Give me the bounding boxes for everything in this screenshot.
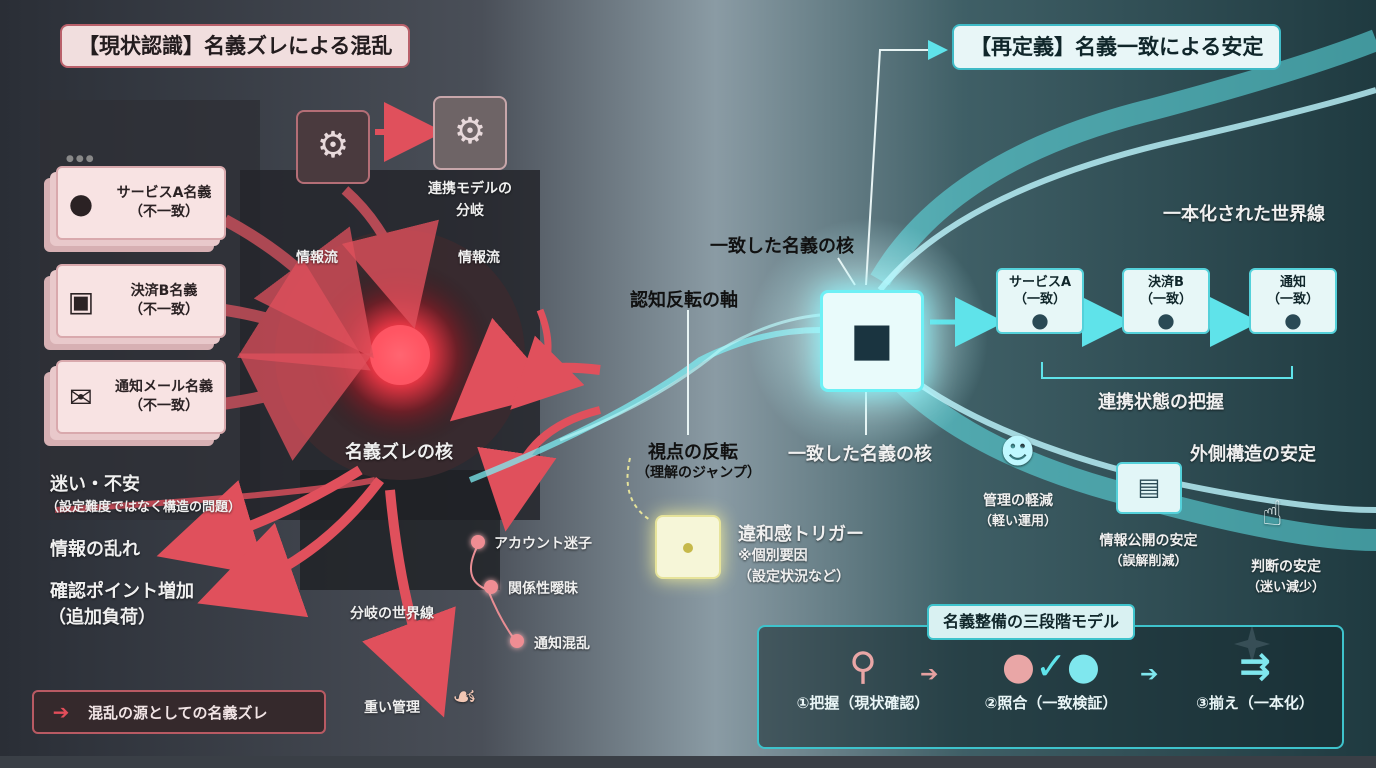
confusion-sub: （設定難度ではなく構造の問題） [46, 500, 242, 515]
box-payment-b: 決済B （一致）● [1122, 268, 1210, 334]
box-sub: （一致） [1266, 292, 1319, 307]
box-label: 通知 [1279, 275, 1306, 290]
card-label: 通知メール名義 [115, 379, 213, 395]
cognitive-axis-label: 認知反転の軸 [630, 290, 738, 311]
card-sub: （不一致） [129, 302, 199, 318]
merge-lines-icon: ⇉ [1239, 644, 1271, 688]
outer-stability-label: 外側構造の安定 [1190, 444, 1316, 465]
step-match: ●✓● ②照合（一致検証） [966, 640, 1136, 713]
three-stage-model-title: 名義整備の三段階モデル [927, 604, 1136, 640]
trigger-sub-1: ※個別要因 [738, 548, 808, 564]
broken-gears-icon: ⚙ [433, 96, 507, 170]
aligned-core-label-top: 一致した名義の核 [710, 236, 854, 257]
credit-card-icon: ▣ [67, 284, 95, 318]
trigger-sub-2: （設定状況など） [738, 569, 850, 585]
step-grasp: ⚲ ①把握（現状確認） [778, 640, 948, 713]
viewpoint-flip-label: 視点の反転 [648, 442, 738, 463]
benefit-decision-stable: 判断の安定（迷い減少） [1246, 559, 1325, 595]
step-arrow-icon: ➔ [920, 662, 939, 687]
info-flow-label-1: 情報流 [296, 250, 338, 266]
person-icon: ● [1157, 308, 1175, 332]
pointer-hand-icon: ☝ [1262, 494, 1283, 534]
step-arrow-icon: ➔ [1140, 662, 1159, 687]
viewpoint-flip-sub: （理解のジャンプ） [636, 465, 761, 481]
person-icon: ● [1031, 308, 1049, 332]
card-label: サービスA名義 [116, 185, 212, 201]
title-current-state: 【現状認識】名義ズレによる混乱 [60, 24, 411, 68]
benefit-light-mgmt: 管理の軽減（軽い運用） [978, 493, 1057, 529]
heavy-management-label: 重い管理 [364, 700, 420, 716]
misalignment-core-label: 名義ズレの核 [345, 442, 453, 463]
info-card-icon: ▤ [1116, 462, 1182, 514]
person-check-icon: ●✓● [1001, 644, 1101, 688]
person-icon: ● [68, 186, 94, 220]
step-align: ⇉ ③揃え（一本化） [1170, 640, 1340, 713]
more-checks-sub: （追加負荷） [48, 607, 156, 628]
box-notify: 通知 （一致）● [1249, 268, 1337, 334]
box-sub: （一致） [1139, 292, 1192, 307]
box-service-a: サービスA （一致）● [996, 268, 1084, 334]
confusion-label: 迷い・不安 [50, 474, 140, 495]
card-notify-mail: ✉ 通知メール名義 （不一致） [56, 360, 226, 434]
box-label: 決済B [1148, 275, 1184, 290]
info-disorder-label: 情報の乱れ [50, 539, 140, 560]
gears-icon: ⚙ [296, 110, 370, 184]
card-label: 決済B名義 [130, 283, 198, 299]
branch-model-label: 連携モデルの分岐 [428, 181, 512, 219]
issue-dot [484, 580, 498, 594]
issue-notify-confusion: 通知混乱 [534, 636, 590, 652]
trigger-label: 違和感トリガー [738, 524, 864, 545]
info-flow-label-2: 情報流 [458, 250, 500, 266]
issue-account-lost: アカウント迷子 [494, 536, 592, 552]
title-redefinition: 【再定義】名義一致による安定 [952, 24, 1282, 70]
card-sub: （不一致） [129, 398, 199, 414]
branch-worldline-label: 分岐の世界線 [350, 606, 434, 622]
legend: ➔ 混乱の源としての名義ズレ [32, 690, 326, 734]
issue-dot [510, 634, 524, 648]
mail-person-icon: ✉ [69, 380, 93, 414]
link-state-label: 連携状態の把握 [1098, 392, 1224, 413]
person-icon: ● [1284, 308, 1302, 332]
aligned-core-person-icon: ■ [820, 290, 924, 392]
card-payment-b: ▣ 決済B名義 （不一致） [56, 264, 226, 338]
trigger-icon [655, 515, 721, 579]
tired-person-icon: ☙ [452, 680, 478, 713]
three-stage-model-panel [757, 625, 1344, 749]
box-sub: （一致） [1013, 292, 1066, 307]
window-dots-icon: ●●● [66, 154, 96, 164]
network-search-icon: ⚲ [849, 644, 877, 688]
aligned-core-label-bottom: 一致した名義の核 [788, 444, 932, 465]
issue-dot [471, 535, 485, 549]
relaxed-person-icon: ☻ [1000, 432, 1036, 472]
legend-label: 混乱の源としての名義ズレ [88, 703, 268, 722]
more-checks-label: 確認ポイント増加 [50, 581, 194, 602]
unified-worldline-label: 一本化された世界線 [1163, 204, 1325, 225]
card-service-a: ●●● ● サービスA名義 （不一致） [56, 154, 226, 240]
benefit-info-stable: 情報公開の安定（誤解削減） [1099, 533, 1198, 569]
card-sub: （不一致） [129, 204, 199, 220]
issue-relation-unclear: 関係性曖昧 [508, 581, 578, 597]
red-arrow-icon: ➔ [52, 700, 70, 724]
box-label: サービスA [1008, 275, 1072, 290]
